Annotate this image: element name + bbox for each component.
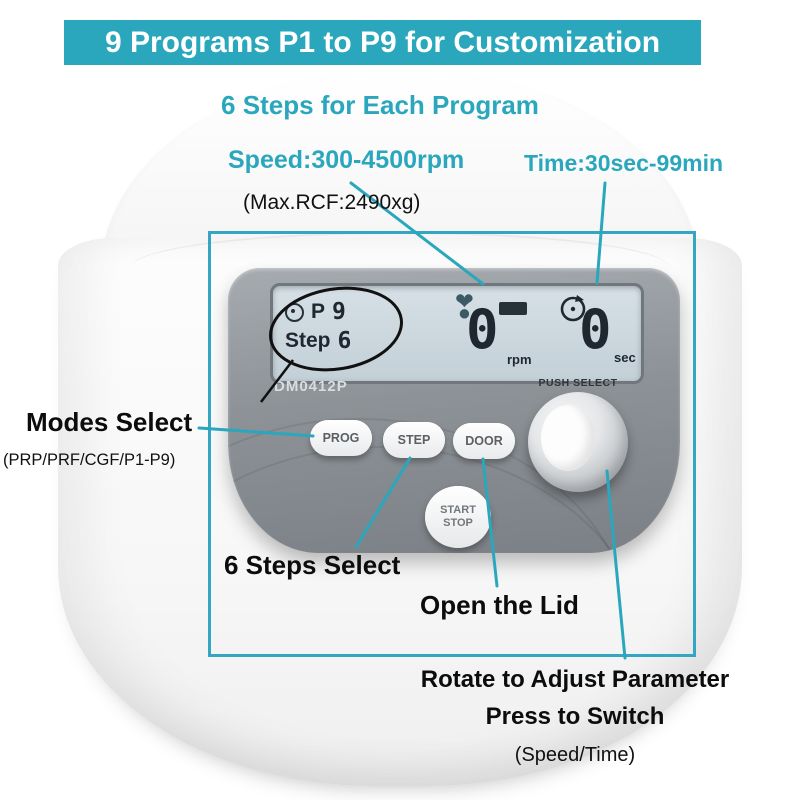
time-heading: Time:30sec-99min bbox=[524, 150, 724, 176]
press-to-switch-label: Press to Switch bbox=[485, 703, 665, 730]
banner: 9 Programs P1 to P9 for Customization bbox=[64, 20, 701, 65]
modes-select-label: Modes Select bbox=[26, 407, 193, 437]
steps-select-label: 6 Steps Select bbox=[224, 550, 401, 580]
start-stop-button: START STOP bbox=[425, 486, 491, 548]
open-lid-label: Open the Lid bbox=[420, 590, 579, 620]
time-value: 0 bbox=[579, 298, 612, 361]
prog-button-label: PROG bbox=[322, 431, 360, 445]
stop-label: STOP bbox=[443, 517, 473, 529]
push-select-label: PUSH SELECT bbox=[538, 377, 618, 389]
speed-heading: Speed:300-4500rpm bbox=[228, 146, 465, 174]
rpm-value: 0 bbox=[466, 298, 499, 361]
speed-bar-icon bbox=[499, 302, 527, 315]
banner-title: 9 Programs P1 to P9 for Customization bbox=[104, 25, 661, 59]
door-button-label: DOOR bbox=[465, 434, 503, 448]
door-button: DOOR bbox=[453, 423, 515, 459]
speed-time-label: (Speed/Time) bbox=[514, 744, 636, 766]
fan-icon: ❣ bbox=[451, 289, 478, 325]
step-button-label: STEP bbox=[397, 433, 431, 447]
step-button: STEP bbox=[383, 422, 445, 458]
time-unit: sec bbox=[614, 350, 636, 365]
rotate-label: Rotate to Adjust Parameter bbox=[420, 666, 730, 693]
max-rcf-note: (Max.RCF:2490xg) bbox=[243, 191, 421, 214]
prog-button: PROG bbox=[310, 420, 372, 456]
timer-icon bbox=[557, 292, 589, 329]
rpm-unit: rpm bbox=[507, 352, 532, 367]
start-label: START bbox=[440, 503, 476, 516]
knob-highlight bbox=[541, 405, 595, 471]
steps-heading: 6 Steps for Each Program bbox=[221, 90, 539, 120]
modes-options-label: (PRP/PRF/CGF/P1-P9) bbox=[3, 451, 176, 469]
